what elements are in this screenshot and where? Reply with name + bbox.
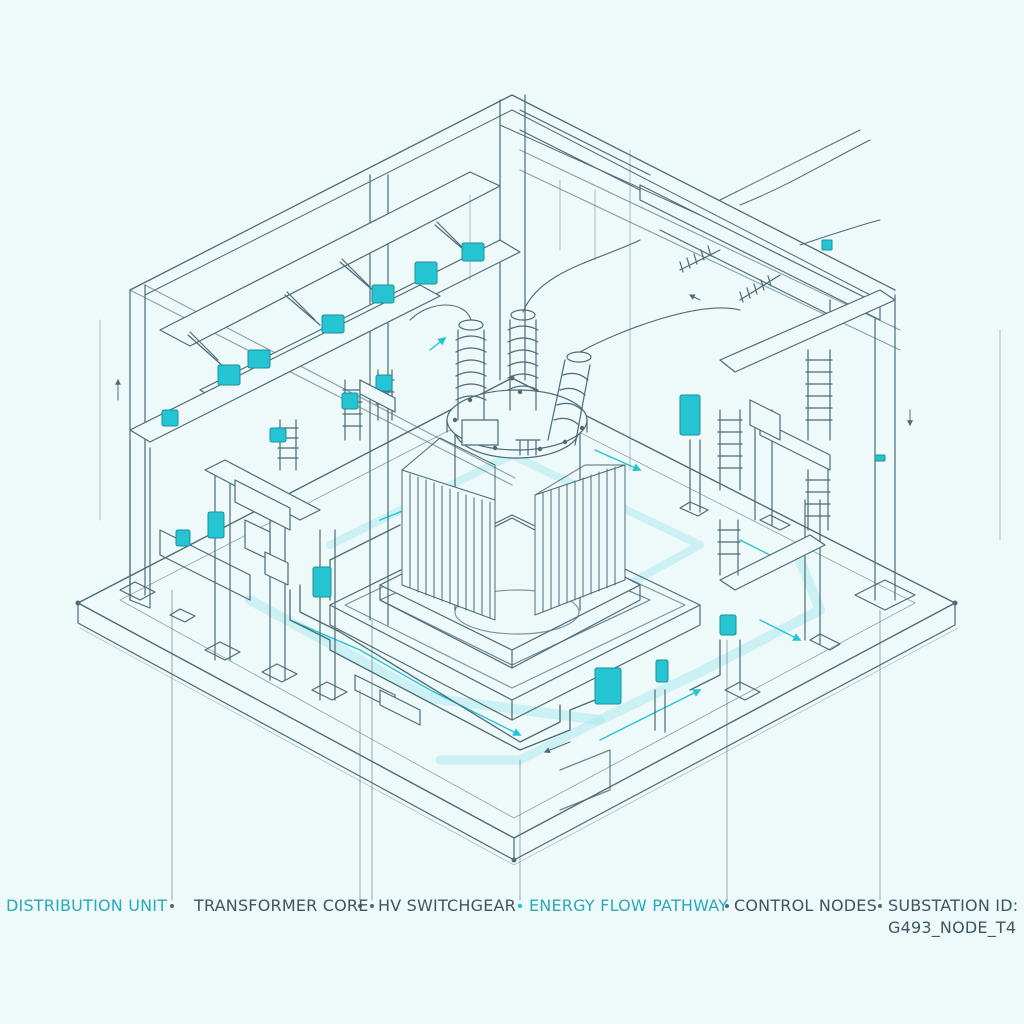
overhead-lines [719,129,881,246]
substation-id-label: SUBSTATION ID: [888,896,1019,915]
control-nodes [161,239,886,705]
transformer-core [379,389,641,669]
callout-leaders [171,589,881,901]
distribution-units [234,379,781,726]
legend-distribution-unit: DISTRIBUTION UNIT [6,896,168,915]
hv-bushings [409,239,741,446]
legend-transformer-core: TRANSFORMER CORE [194,896,369,915]
legend-control-nodes: CONTROL NODES [734,896,877,915]
steel-gantry [99,94,1001,733]
legend-hv-switchgear: HV SWITCHGEAR [378,896,516,915]
legend-substation-id: SUBSTATION ID: G493_NODE_T4 [888,895,1018,939]
legend-energy-flow-pathway: ENERGY FLOW PATHWAY [529,896,729,915]
substation-id-value: G493_NODE_T4 [888,918,1017,937]
